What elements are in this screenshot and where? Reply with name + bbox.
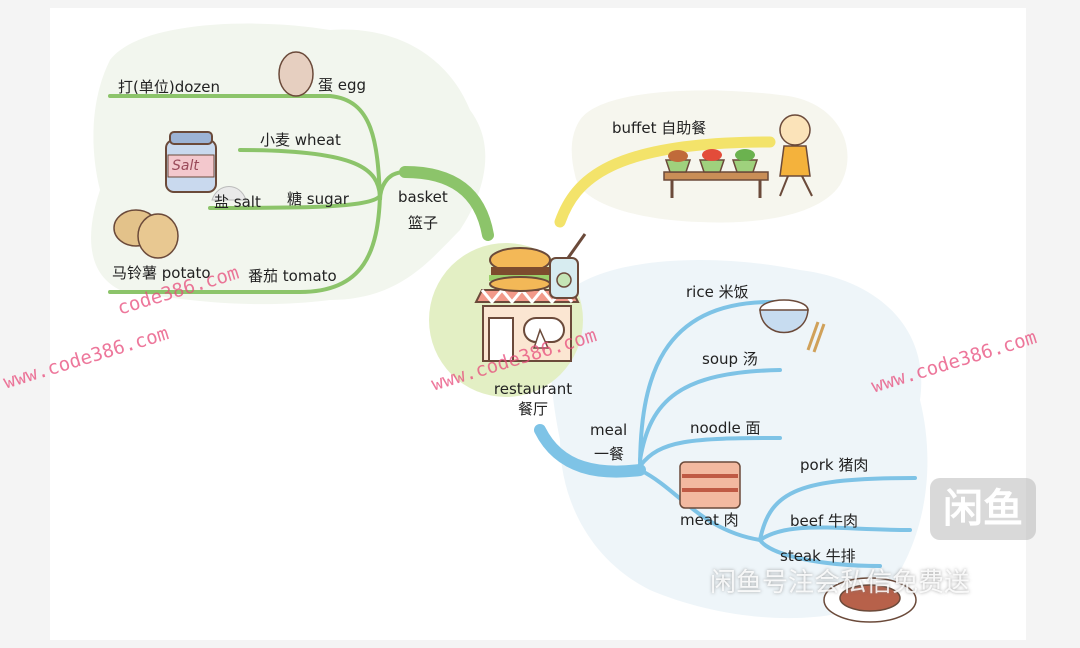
rice-label: rice 米饭	[686, 283, 749, 301]
wheat-branch	[238, 148, 382, 198]
sugar-branch	[208, 194, 382, 210]
egg-label: 蛋 egg	[318, 76, 367, 94]
tomato-label: 番茄 tomato	[248, 267, 337, 285]
rice-branch	[638, 299, 777, 472]
potato-illustration	[113, 209, 179, 259]
basket-label-en: basket	[398, 188, 448, 206]
pork-label: pork 猪肉	[800, 456, 869, 474]
meal-branches	[534, 299, 917, 568]
basket-trunk	[108, 94, 407, 201]
meat-illustration	[679, 461, 741, 509]
soup-branch	[638, 368, 782, 462]
sugar-label: 糖 sugar	[287, 190, 349, 208]
center-label-en: restaurant	[493, 380, 573, 398]
potato-label: 马铃薯 potato	[112, 264, 211, 282]
soup-label: soup 汤	[702, 350, 758, 368]
basket-cloud	[91, 23, 486, 305]
xianyu-logo: 闲鱼	[930, 478, 1036, 540]
egg-illustration	[278, 51, 314, 97]
buffet-branch	[554, 136, 776, 228]
meal-main-branch	[534, 424, 646, 478]
basket-main-branch	[399, 166, 494, 241]
beef-label: beef 牛肉	[790, 512, 859, 530]
meal-label-zh: 一餐	[594, 445, 625, 463]
dozen-label: 打(单位)dozen	[118, 78, 221, 96]
noodle-label: noodle 面	[690, 419, 761, 437]
salt-jar-label: Salt	[172, 158, 199, 174]
beef-branch	[758, 525, 912, 542]
noodle-branch	[638, 436, 782, 468]
center-label-zh: 餐厅	[517, 400, 548, 418]
overlay-caption: 闲鱼号注会私信免费送	[710, 568, 971, 598]
basket-label-zh: 篮子	[408, 214, 439, 232]
potato-branch	[108, 194, 382, 294]
basket-branches	[108, 94, 494, 294]
steak-plate-illustration	[823, 577, 917, 623]
meal-label-en: meal	[590, 421, 628, 439]
buffet-illustration	[663, 114, 813, 198]
salt-label: 盐 salt	[214, 193, 261, 211]
salt-jar-illustration	[165, 131, 247, 201]
restaurant-illustration	[474, 233, 587, 362]
buffet-label: buffet 自助餐	[612, 119, 707, 137]
pork-branch	[758, 476, 917, 542]
steak-label: steak 牛排	[780, 547, 856, 565]
wheat-label: 小麦 wheat	[260, 131, 341, 149]
rice-bowl-illustration	[759, 299, 826, 353]
xianyu-logo-text: 闲鱼	[943, 486, 1023, 532]
meat-label: meat 肉	[680, 511, 739, 529]
steak-branch	[758, 538, 882, 568]
